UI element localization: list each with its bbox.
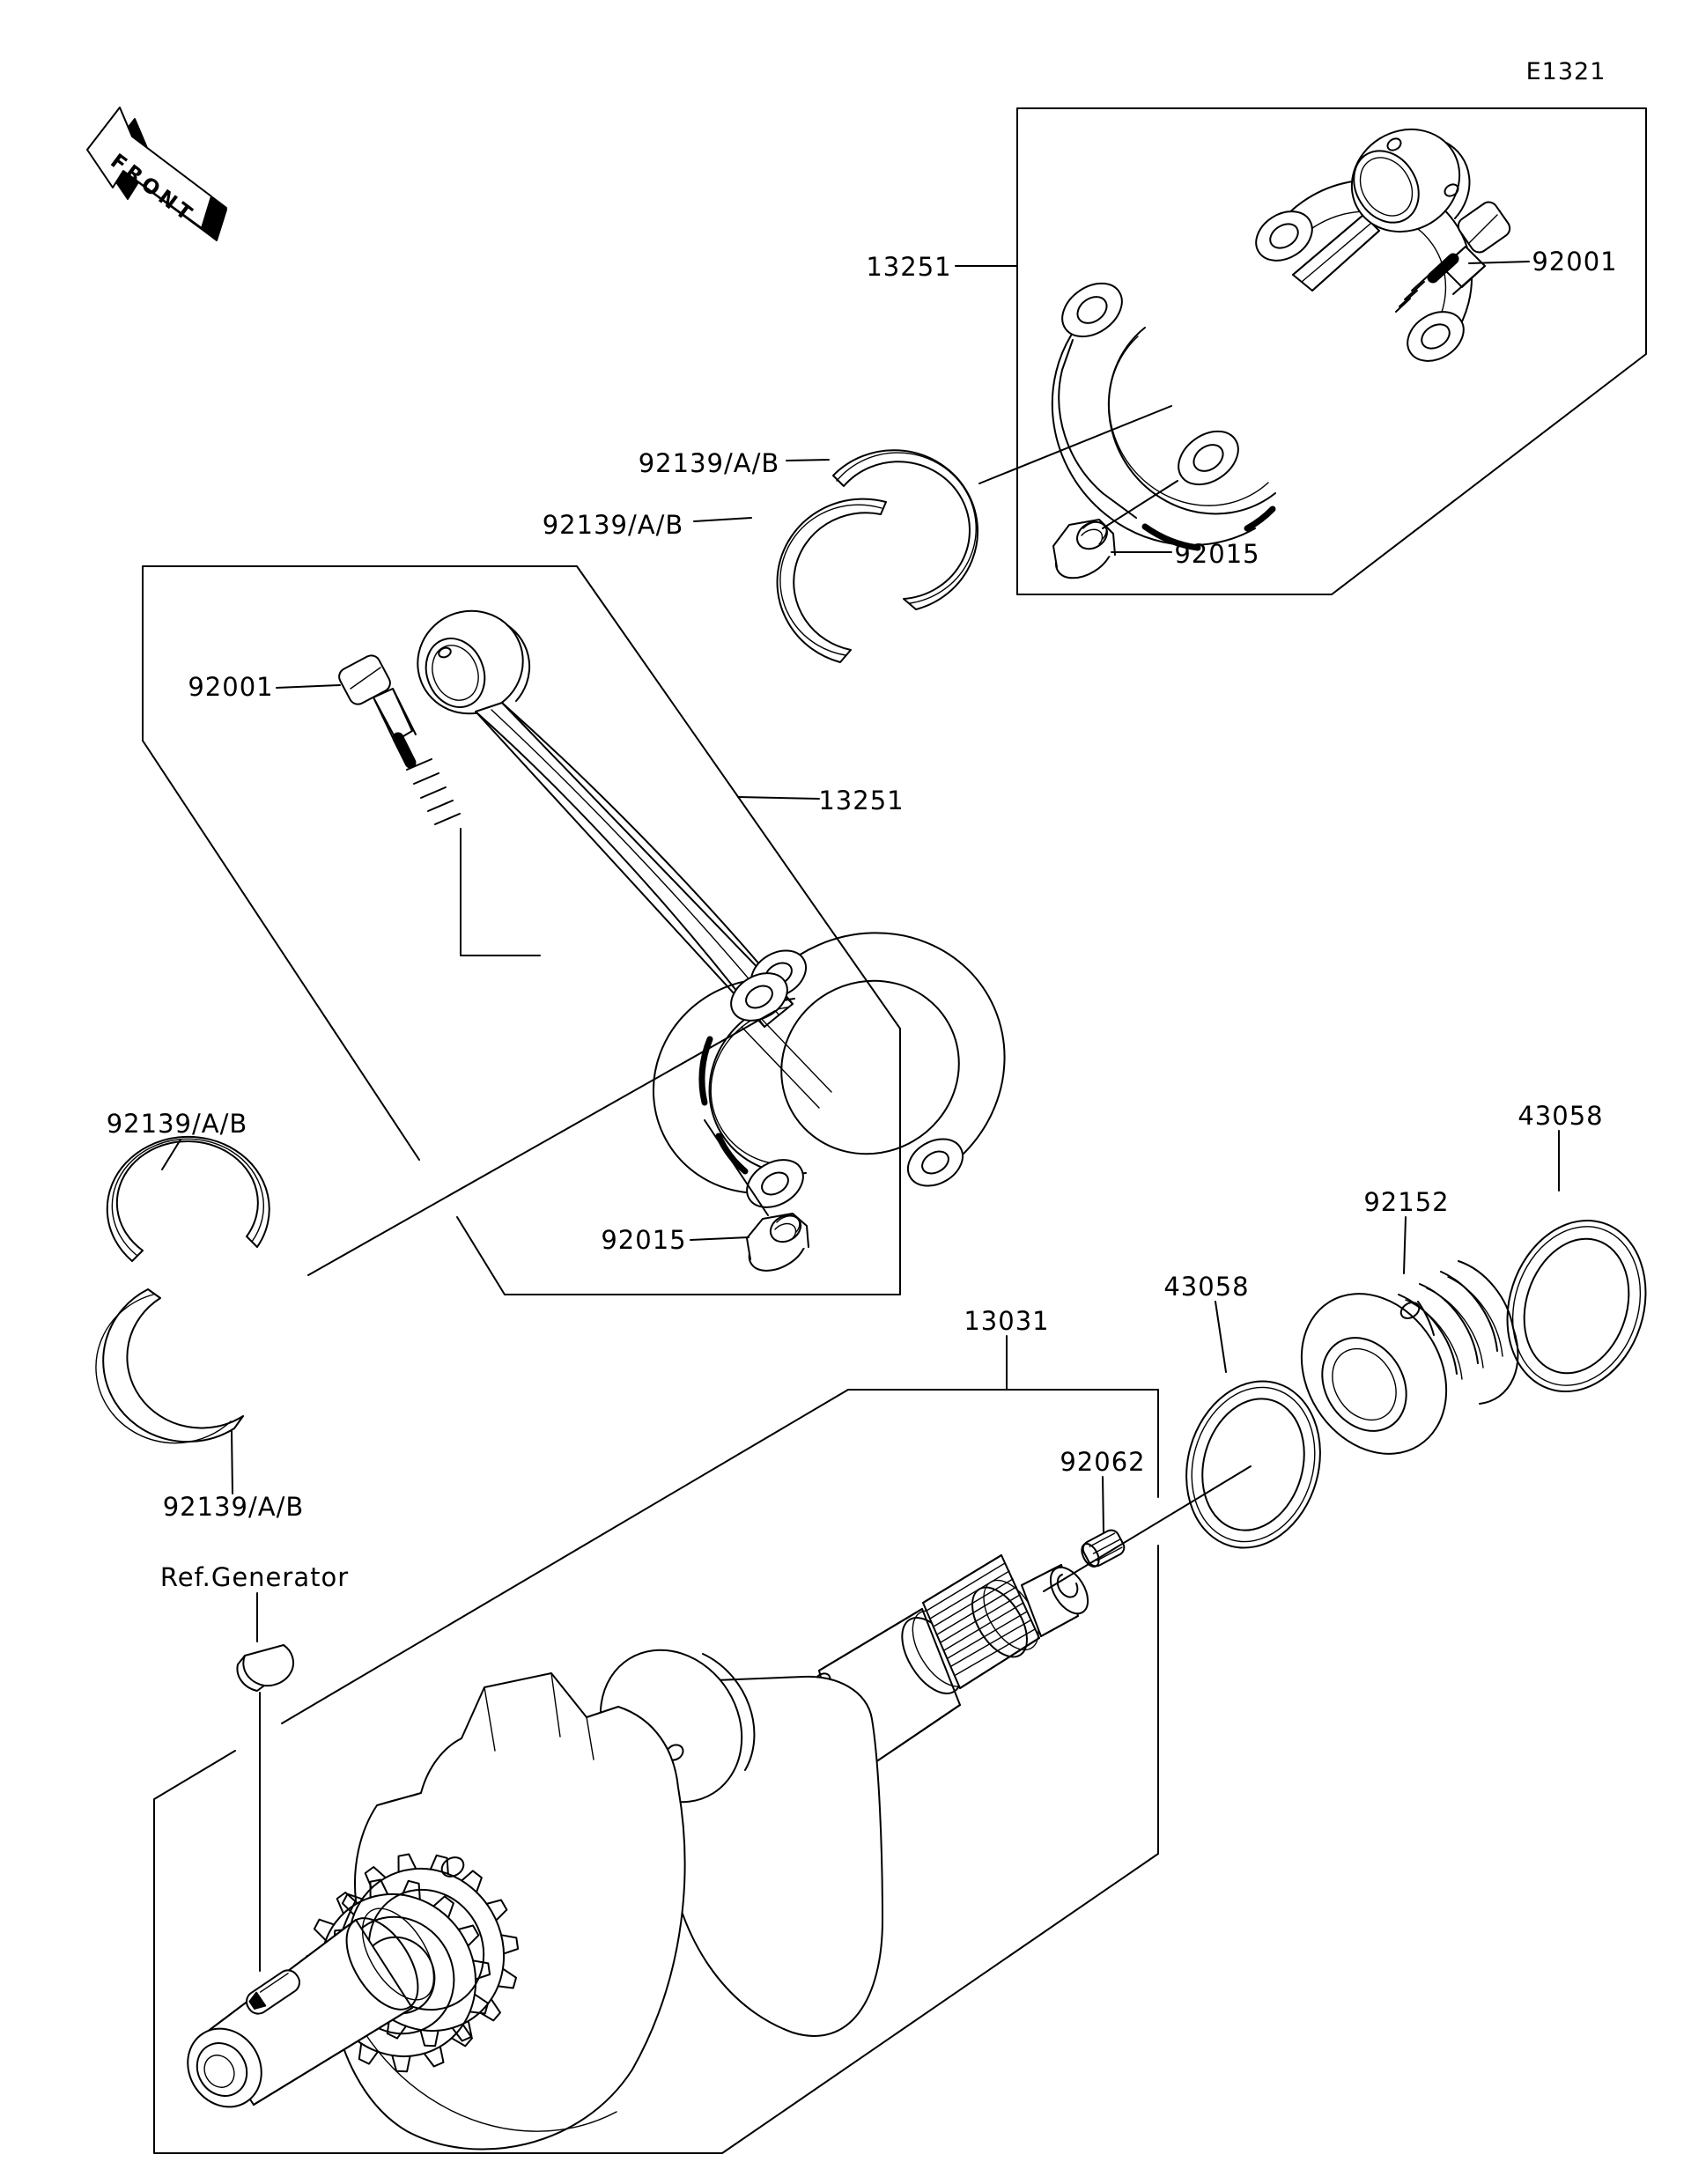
part-label-nut-crank: 92062 <box>1060 1447 1145 1477</box>
box-crankshaft <box>281 1389 1159 1724</box>
assembly-boxes <box>142 107 1647 2154</box>
assembly-line <box>307 1010 776 1276</box>
connecting-rod-2 <box>1051 128 1511 579</box>
leader-line-ring-left <box>1215 1301 1227 1373</box>
box-crankshaft <box>153 1545 1159 2154</box>
leader-line-collar <box>1403 1216 1407 1274</box>
bearing-shells-left <box>95 1135 270 1444</box>
part-label-nut-conrod-1: 92015 <box>601 1225 686 1255</box>
assembly-line <box>704 1119 769 1216</box>
part-label-ring-left: 43058 <box>1163 1272 1249 1302</box>
collar-92152 <box>1300 1260 1519 1455</box>
connecting-rod-1 <box>338 609 1006 1272</box>
front-arrow-icon: FRONT <box>86 107 227 241</box>
part-label-conrod-2: 13251 <box>866 252 951 282</box>
part-label-ref-generator: Ref.Generator <box>160 1562 349 1592</box>
page-code: E1321 <box>1526 58 1606 85</box>
leader-line-bearing-top-a <box>786 459 830 461</box>
conrod-2-rod <box>1255 128 1473 362</box>
leader-line-bolt-conrod-2 <box>1468 261 1530 264</box>
conrod-2-cap <box>1051 282 1276 551</box>
part-label-nut-conrod-2: 92015 <box>1174 539 1259 569</box>
part-label-bolt-conrod-1: 92001 <box>188 672 273 702</box>
assembly-line <box>1102 480 1178 529</box>
assembly-lines <box>307 405 1252 1592</box>
bearing-shells-upper <box>776 449 978 663</box>
part-label-bearing-top-b: 92139/A/B <box>543 510 684 540</box>
part-label-bearing-mid-b: 92139/A/B <box>163 1492 305 1522</box>
snap-ring-left-43058 <box>1185 1380 1321 1549</box>
crankshaft-13031 <box>187 1554 1089 2151</box>
snap-ring-right-43058 <box>1506 1219 1647 1393</box>
assembly-line <box>460 828 541 956</box>
conrod-1-nut <box>746 1213 809 1272</box>
crank-front-nose <box>187 1907 435 2108</box>
crank-front-web <box>331 1672 686 2151</box>
part-label-bolt-conrod-2: 92001 <box>1532 247 1617 277</box>
box-conrod-2 <box>1016 107 1647 595</box>
part-labels: 13251 92001 92139/A/B 92139/A/B 92015 92001 13… <box>107 247 1617 1972</box>
leader-line-bearing-mid-a <box>161 1139 181 1170</box>
part-label-ring-right: 43058 <box>1517 1101 1603 1131</box>
leader-line-nut-crank <box>1102 1476 1104 1533</box>
conrod-2-nut <box>1052 519 1116 579</box>
woodruff-key <box>236 1644 295 1692</box>
leader-line-nut-conrod-1 <box>690 1236 750 1241</box>
conrod-1-bolt <box>338 654 461 825</box>
leader-line-bolt-conrod-1 <box>276 684 341 689</box>
crank-end-nut-92062 <box>1081 1529 1126 1568</box>
part-label-crankshaft: 13031 <box>964 1306 1049 1336</box>
conrod-1-cap <box>652 972 832 1208</box>
leader-line-bearing-top-b <box>693 517 752 522</box>
leader-line-conrod-1 <box>737 796 820 800</box>
part-label-collar: 92152 <box>1363 1187 1449 1217</box>
conrod-2-bolt <box>1395 201 1511 313</box>
part-label-bearing-top-a: 92139/A/B <box>639 448 780 478</box>
conrod-1-rod <box>417 609 1006 1187</box>
part-label-conrod-1: 13251 <box>818 786 904 815</box>
assembly-line <box>978 405 1172 484</box>
leader-line-bearing-mid-b <box>231 1430 233 1494</box>
part-label-bearing-mid-a: 92139/A/B <box>107 1109 248 1139</box>
assembly-line <box>1043 1465 1252 1592</box>
